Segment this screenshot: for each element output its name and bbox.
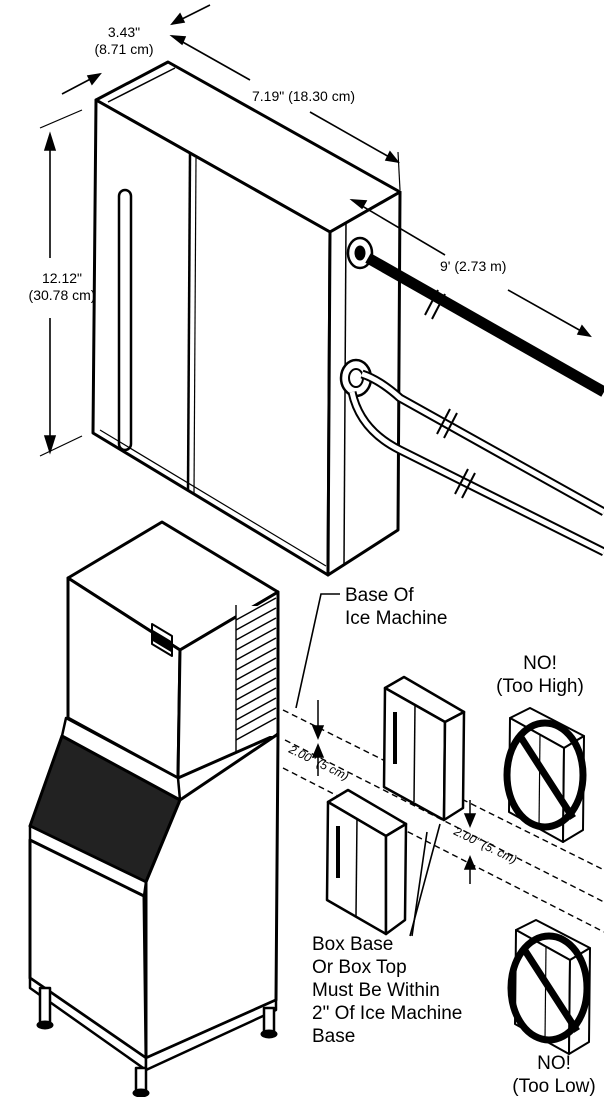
no-low-line2: (Too Low) bbox=[512, 1076, 595, 1097]
note-line-3: Must Be Within bbox=[312, 980, 440, 1001]
tolerance-arrows bbox=[311, 700, 477, 884]
power-cable bbox=[346, 236, 604, 397]
tolerance-band bbox=[282, 709, 604, 933]
note-line-4: 2" Of Ice Machine bbox=[312, 1003, 462, 1024]
width-label: 7.19" (18.30 cm) bbox=[252, 88, 355, 104]
mounting-note: Box Base Or Box Top Must Be Within 2" Of… bbox=[312, 934, 462, 1047]
height-cm: (30.78 cm) bbox=[29, 287, 96, 303]
ice-machine bbox=[28, 520, 280, 1098]
base-leader bbox=[295, 593, 340, 709]
box-too-low-label: NO! (Too Low) bbox=[512, 1053, 595, 1097]
note-line-1: Box Base bbox=[312, 934, 393, 955]
box-too-low bbox=[507, 919, 591, 1055]
depth-in: 3.43" bbox=[108, 24, 140, 40]
box-correct-low bbox=[325, 788, 408, 936]
signal-cable bbox=[339, 358, 604, 557]
control-box bbox=[91, 60, 402, 577]
depth-cm: (8.71 cm) bbox=[94, 41, 153, 57]
box-correct-high bbox=[382, 675, 466, 822]
dimension-lines bbox=[39, 4, 592, 457]
box-too-high-label: NO! (Too High) bbox=[496, 653, 584, 697]
base-label-line1: Base Of bbox=[345, 585, 414, 606]
note-line-2: Or Box Top bbox=[312, 957, 407, 978]
no-low-line1: NO! bbox=[537, 1053, 571, 1074]
tolerance-right-label: 2.00" (5. cm) bbox=[451, 824, 519, 867]
dimension-labels: 3.43" (8.71 cm) 7.19" (18.30 cm) 12.12" … bbox=[29, 24, 507, 303]
note-leaders bbox=[409, 823, 441, 937]
cable-break-marks bbox=[424, 289, 476, 499]
box-too-high bbox=[503, 707, 587, 843]
base-label: Base Of Ice Machine bbox=[345, 585, 447, 629]
height-in: 12.12" bbox=[42, 270, 82, 286]
cable-length: 9' (2.73 m) bbox=[440, 258, 506, 274]
base-label-line2: Ice Machine bbox=[345, 608, 447, 629]
no-high-line1: NO! bbox=[523, 653, 557, 674]
note-line-5: Base bbox=[312, 1026, 355, 1047]
side-louvres bbox=[235, 597, 277, 752]
no-high-line2: (Too High) bbox=[496, 676, 584, 697]
